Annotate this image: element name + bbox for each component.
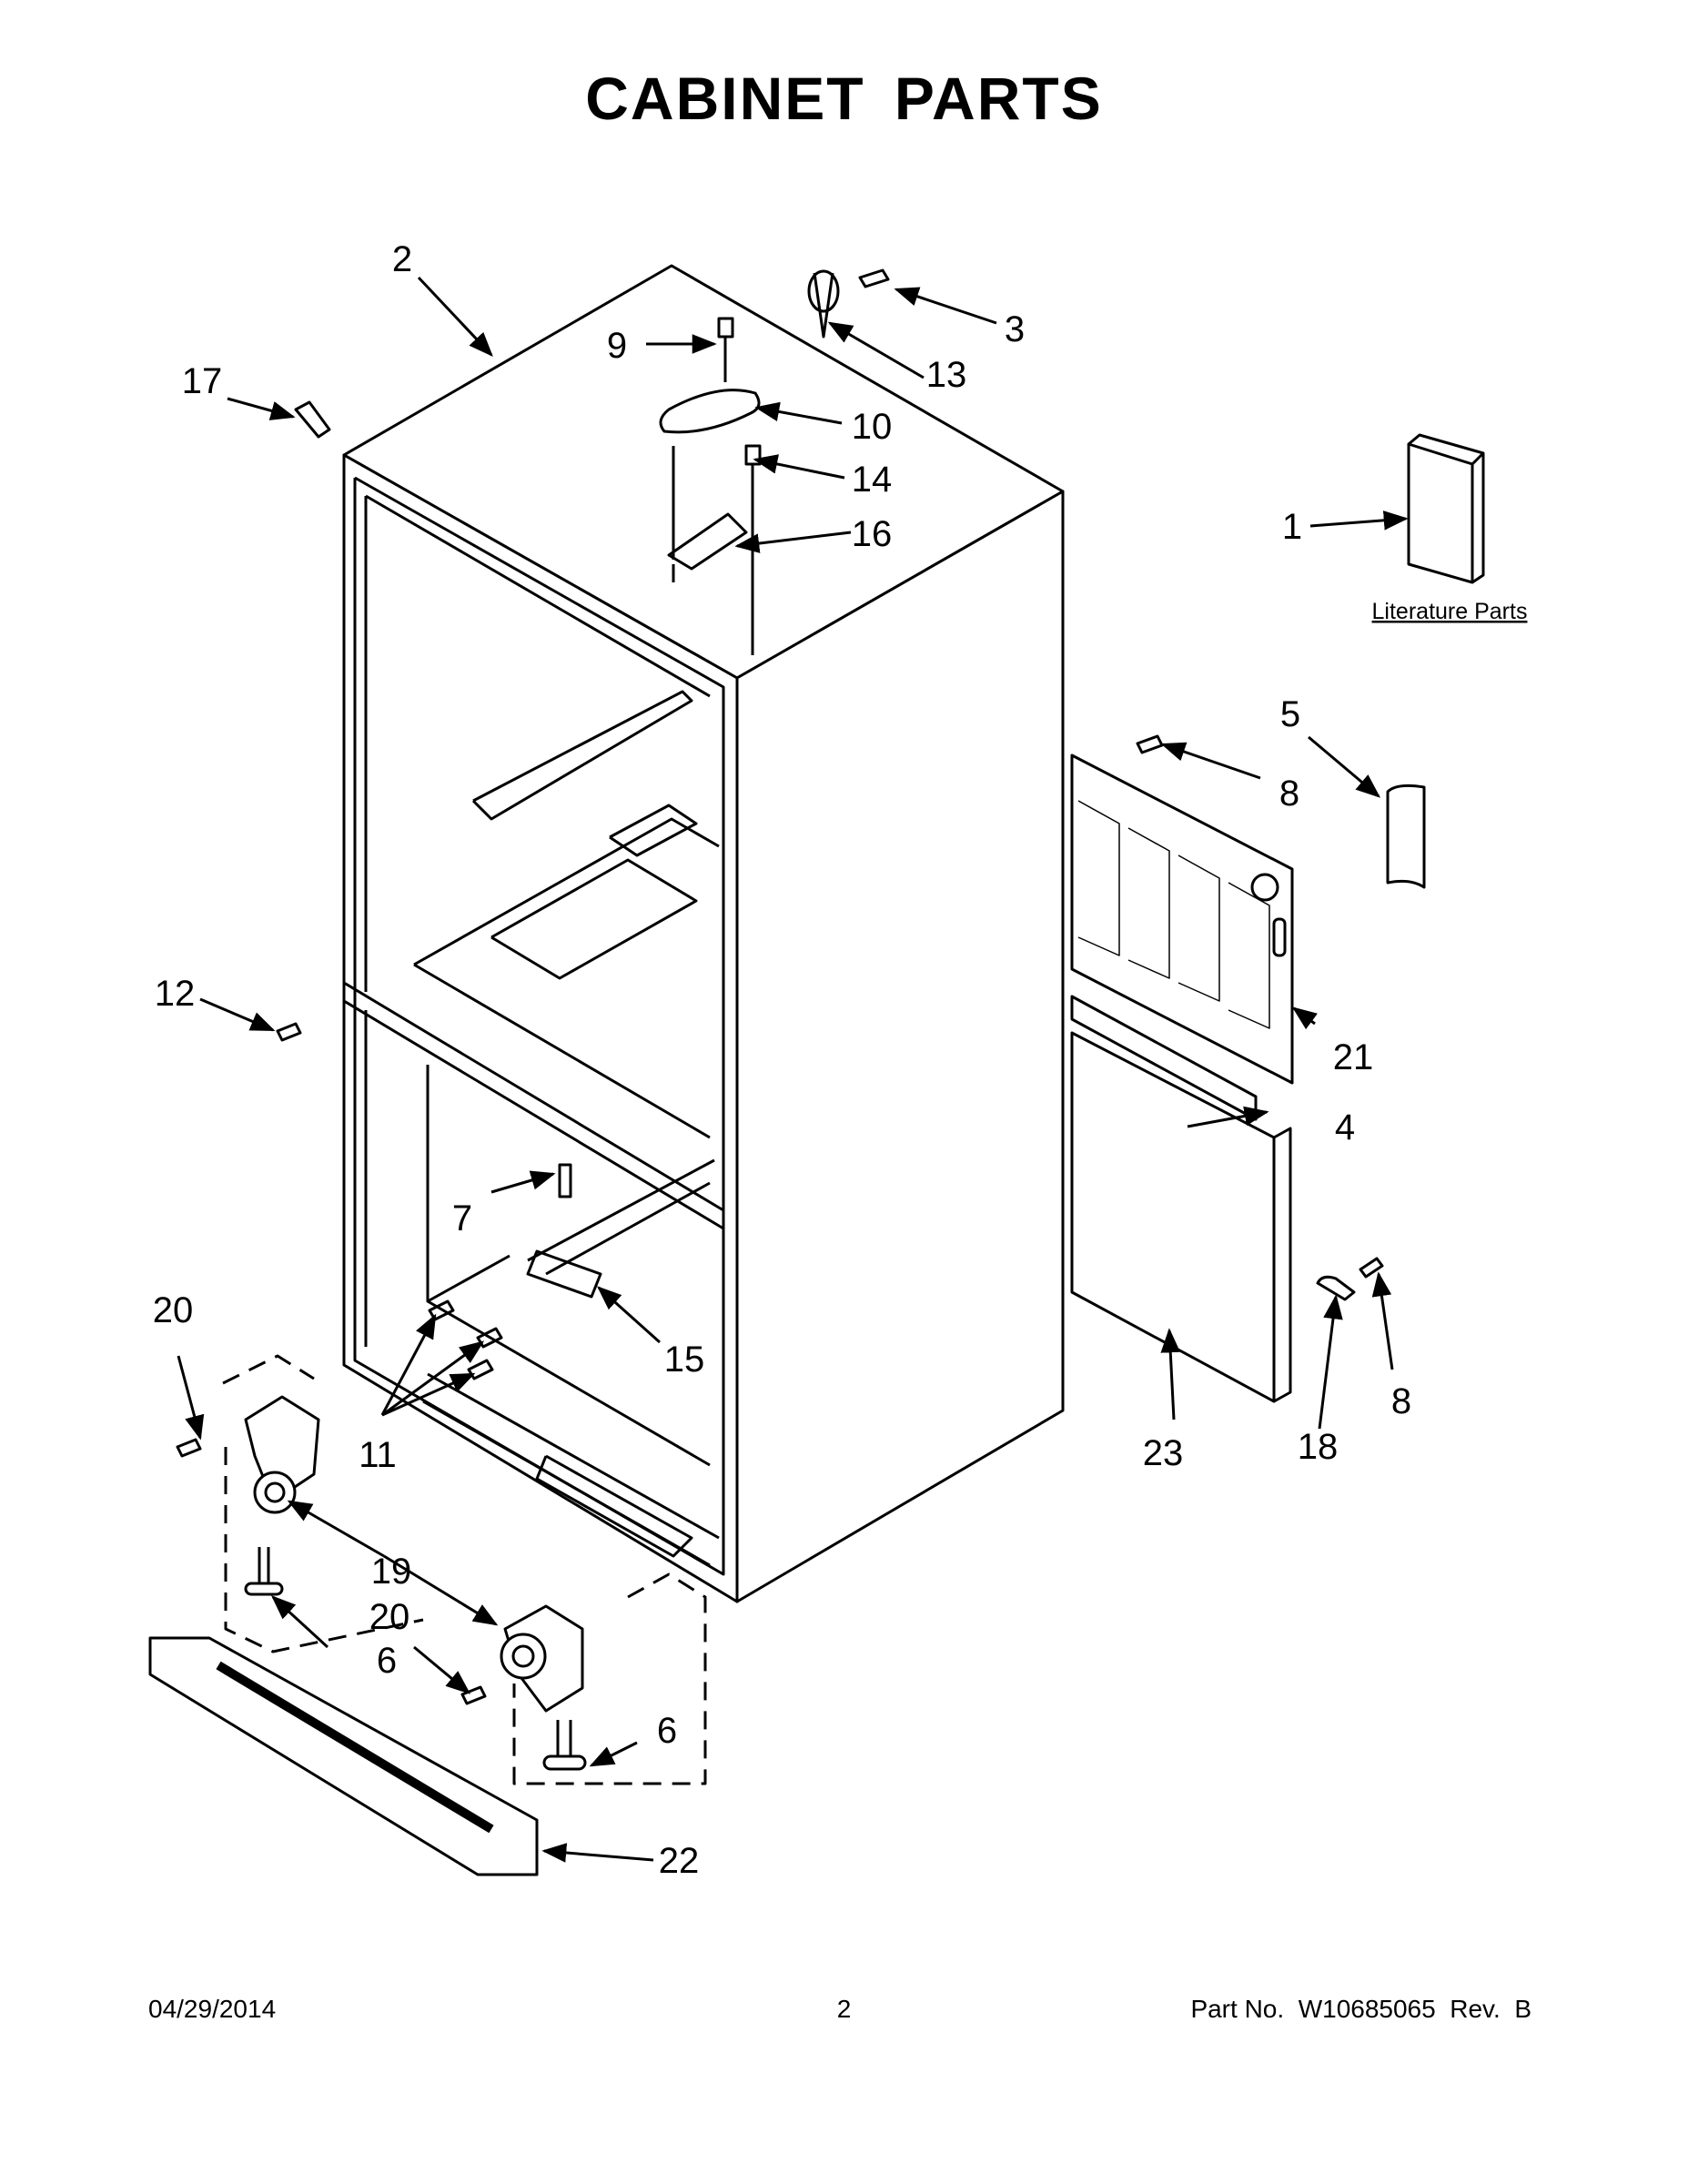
callout-1: 1	[1282, 507, 1302, 547]
grille-part	[1070, 753, 1294, 1085]
callout-10: 10	[852, 407, 893, 447]
callout-14: 14	[852, 460, 893, 500]
bracket-part-15	[526, 1249, 602, 1299]
callout-22: 22	[659, 1841, 700, 1881]
callout-3: 3	[1005, 309, 1025, 349]
literature-parts-label: Literature Parts	[1372, 599, 1528, 624]
callout-12: 12	[155, 974, 196, 1014]
callout-9: 9	[607, 326, 627, 366]
screw-part-12	[276, 1022, 302, 1042]
callout-7: 7	[452, 1198, 472, 1239]
front-panel-part	[1070, 1031, 1292, 1403]
literature-manual	[1407, 433, 1485, 584]
screw-part-8a	[1136, 734, 1164, 754]
callout-2: 2	[392, 239, 412, 279]
cabinet-body	[342, 264, 1065, 1603]
callout-8b: 8	[1391, 1381, 1411, 1421]
footer-date: 04/29/2014	[148, 1995, 277, 2023]
callout-19: 19	[371, 1552, 412, 1592]
callout-17: 17	[182, 361, 223, 401]
tape-part	[294, 400, 331, 439]
callout-15: 15	[664, 1340, 705, 1380]
callout-8a: 8	[1279, 774, 1299, 814]
callout-13: 13	[926, 355, 967, 395]
callout-4: 4	[1335, 1107, 1355, 1148]
callout-6b: 6	[657, 1711, 677, 1751]
screw-part-7	[558, 1163, 572, 1198]
callout-16: 16	[852, 514, 893, 554]
kick-plate-part	[148, 1636, 539, 1876]
callout-20b: 20	[369, 1597, 410, 1637]
callout-20a: 20	[153, 1290, 194, 1330]
left-roller-assembly	[176, 1354, 424, 1653]
footer-part-number: Part No. W10685065 Rev. B	[1190, 1995, 1531, 2023]
clip-part	[1386, 784, 1426, 889]
right-roller-assembly	[460, 1572, 707, 1785]
callout-23: 23	[1143, 1433, 1184, 1473]
page-title: CABINET PARTS	[585, 65, 1103, 132]
callout-11: 11	[359, 1435, 397, 1475]
cable-clip-part	[1316, 1275, 1356, 1301]
callout-5: 5	[1280, 694, 1300, 734]
footer-page-number: 2	[836, 1995, 852, 2023]
top-hinge-assembly	[659, 268, 890, 655]
callout-18: 18	[1298, 1427, 1339, 1467]
callout-21: 21	[1333, 1037, 1374, 1077]
callout-6a: 6	[377, 1641, 397, 1681]
screw-part-8b	[1359, 1257, 1384, 1279]
